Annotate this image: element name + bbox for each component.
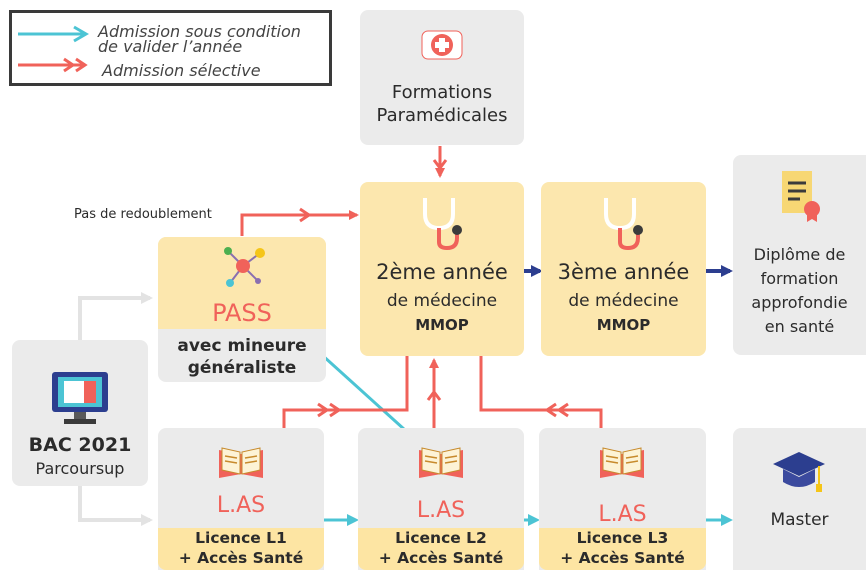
no-repeat-label: Pas de redoublement [74, 207, 212, 222]
las2-line1: Licence L2 [395, 529, 487, 547]
diploma-line1: Diplôme de [753, 245, 846, 264]
year2-line3: MMOP [415, 316, 469, 334]
paramedical-box: Formations Paramédicales [360, 10, 524, 145]
diploma-line3: approfondie [751, 293, 848, 312]
year3-box: 3ème année de médecine MMOP [541, 182, 706, 356]
las2-strip: Licence L2 + Accès Santé [358, 528, 524, 570]
legend-condition-line1: Admission sous condition [98, 22, 301, 41]
pass-title: PASS [212, 299, 272, 327]
legend: Admission sous condition de valider l’an… [9, 10, 332, 86]
pass-header [158, 237, 326, 329]
stethoscope-icon [423, 198, 462, 251]
las3-strip: Licence L3 + Accès Santé [539, 528, 706, 570]
las1-strip: Licence L1 + Accès Santé [158, 528, 324, 570]
legend-arrows [18, 25, 89, 73]
las3-line1: Licence L3 [576, 529, 669, 547]
las2-line2: + Accès Santé [378, 549, 504, 567]
book-icon [419, 447, 463, 478]
year2-line2: de médecine [386, 291, 498, 311]
las1-title: L.AS [216, 493, 266, 518]
las1-line2: + Accès Santé [178, 549, 304, 567]
pass-line2: généraliste [187, 358, 297, 378]
las2-box: L.AS Licence L2 + Accès Santé [358, 428, 524, 570]
book-icon [219, 447, 263, 478]
year3-line3: MMOP [596, 316, 651, 334]
diploma-line2: formation [760, 269, 839, 288]
legend-selective-label: Admission sélective [102, 61, 261, 80]
paramedical-line2: Paramédicales [376, 105, 508, 126]
las1-box: L.AS Licence L1 + Accès Santé [158, 428, 324, 570]
molecule-icon [224, 247, 265, 287]
graduation-cap-icon [773, 452, 825, 492]
year3-line2: de médecine [568, 291, 679, 311]
las3-title: L.AS [598, 502, 647, 527]
bac-box: BAC 2021 Parcoursup [12, 340, 148, 486]
diploma-box: Diplôme de formation approfondie en sant… [733, 155, 866, 355]
first-aid-icon [421, 30, 463, 60]
las3-line2: + Accès Santé [560, 549, 685, 567]
las3-box: L.AS Licence L3 + Accès Santé [539, 428, 706, 570]
paramedical-line1: Formations [391, 82, 493, 103]
diploma-line4: en santé [764, 317, 835, 336]
bac-subtitle: Parcoursup [35, 459, 125, 478]
bac-title: BAC 2021 [28, 434, 132, 456]
year2-line1: 2ème année [376, 260, 508, 284]
diploma-icon [782, 171, 820, 222]
las2-title: L.AS [416, 498, 466, 523]
pass-line1: avec mineure [177, 336, 307, 356]
legend-condition-line2: de valider l’année [98, 37, 243, 56]
pass-box: PASS avec mineure généraliste [158, 237, 326, 382]
year3-line1: 3ème année [557, 260, 690, 284]
las1-line1: Licence L1 [195, 529, 287, 547]
computer-icon [52, 372, 108, 424]
master-box: Master [733, 428, 866, 570]
stethoscope-icon [604, 198, 643, 251]
year2-box: 2ème année de médecine MMOP [360, 182, 524, 356]
book-icon [600, 447, 644, 478]
master-title: Master [770, 510, 829, 530]
